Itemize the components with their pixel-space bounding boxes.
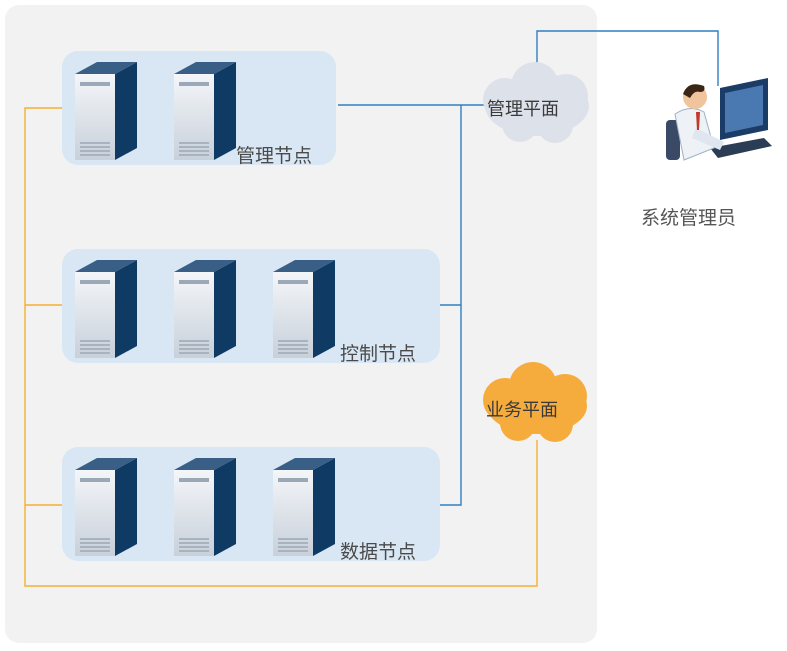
server-icon: [75, 260, 137, 358]
management-node-label: 管理节点: [236, 145, 313, 167]
system-admin-label: 系统管理员: [641, 207, 737, 229]
control-node-label: 控制节点: [340, 343, 417, 365]
mgmt-line-bus: [440, 105, 462, 506]
mgmt-line-to-admin: [536, 30, 719, 86]
server-icon: [75, 62, 137, 160]
business-plane-label: 业务平面: [486, 400, 558, 421]
admin-at-computer-icon: [666, 78, 772, 161]
server-icon: [273, 458, 335, 556]
data-node-label: 数据节点: [340, 541, 417, 563]
business-line-bus: [24, 107, 538, 587]
server-icon: [174, 62, 236, 160]
server-icon: [174, 260, 236, 358]
server-icon: [75, 458, 137, 556]
business-cloud-icon: [483, 362, 587, 442]
management-cloud-icon: [483, 62, 589, 143]
management-plane-label: 管理平面: [487, 99, 559, 120]
server-icon: [174, 458, 236, 556]
server-icon: [273, 260, 335, 358]
